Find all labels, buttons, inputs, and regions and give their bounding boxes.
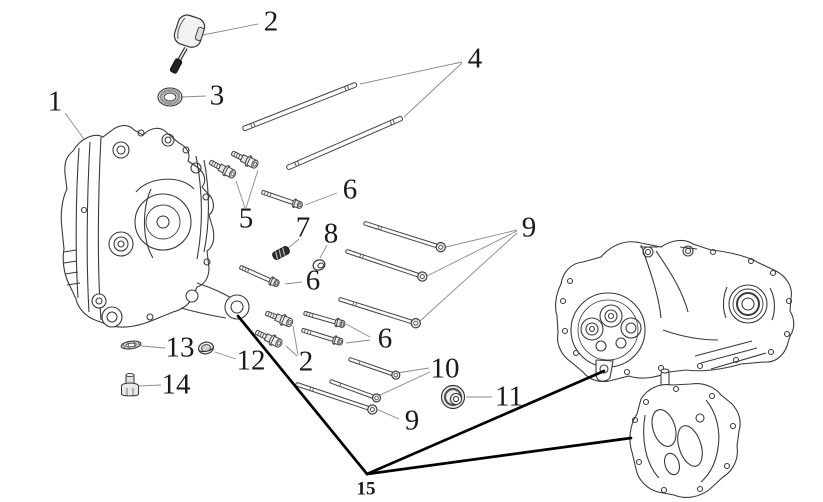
callout-2-lower: 2 xyxy=(298,345,314,378)
drain-bolt-14-illustration xyxy=(121,372,139,397)
bolts-10-illustration xyxy=(328,354,402,404)
callout-11: 11 xyxy=(495,380,523,413)
callout-6-lower: 6 xyxy=(377,322,393,355)
callout-14: 14 xyxy=(161,368,191,401)
callout-1: 1 xyxy=(47,85,63,118)
left-crankcase-illustration xyxy=(60,125,250,328)
callout-2-top: 2 xyxy=(263,5,279,38)
oil-dipstick-illustration xyxy=(169,14,206,74)
callout-12: 12 xyxy=(236,344,266,377)
o-ring-3-illustration xyxy=(157,87,183,107)
callout-10: 10 xyxy=(430,352,460,385)
spring-7-illustration xyxy=(272,246,290,260)
callout-7: 7 xyxy=(295,211,311,244)
leader-lines xyxy=(64,23,518,420)
bushing-8-illustration xyxy=(312,259,326,271)
gear-cover-illustration xyxy=(629,368,741,498)
shoulder-bolts-5-illustration xyxy=(206,147,261,181)
cap-12-illustration xyxy=(198,341,214,355)
right-crankcase-illustration xyxy=(555,239,795,383)
callout-15: 15 xyxy=(356,478,376,500)
callout-13: 13 xyxy=(165,331,195,364)
callout-3: 3 xyxy=(209,79,225,112)
callout-5: 5 xyxy=(238,202,254,235)
callout-9-upper: 9 xyxy=(521,211,537,244)
seal-washer-13-illustration xyxy=(120,340,142,350)
callout-9-lower: 9 xyxy=(404,404,420,437)
callout-6-upper: 6 xyxy=(342,173,358,206)
callout-8: 8 xyxy=(323,217,339,250)
callout-4: 4 xyxy=(467,42,483,75)
callout-6-mid: 6 xyxy=(305,264,321,297)
rubber-mount-11-illustration xyxy=(440,384,466,410)
stud-bolts-4-illustration xyxy=(241,81,404,171)
assembly-reference-lines xyxy=(236,314,633,476)
